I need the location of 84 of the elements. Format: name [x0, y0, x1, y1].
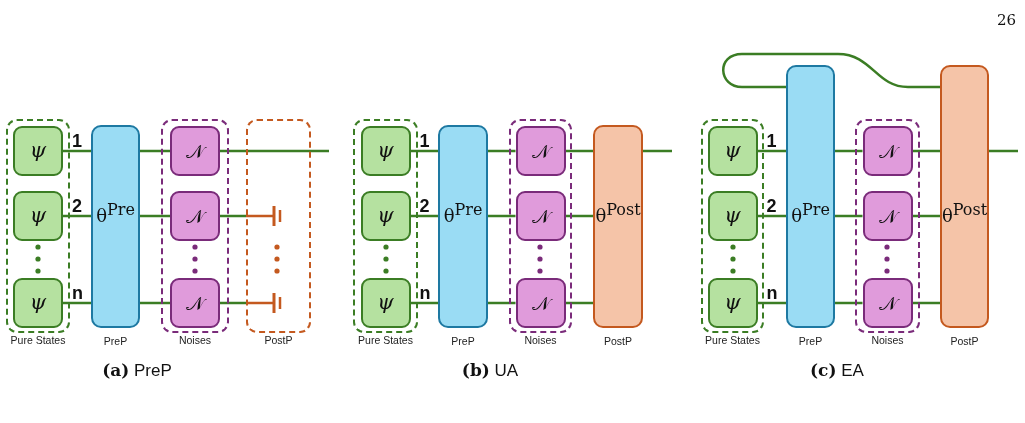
state-box	[360, 126, 411, 176]
state-box	[360, 191, 411, 241]
state-label: ψ	[29, 291, 47, 315]
state-label: ψ	[724, 291, 741, 315]
ground-icon	[246, 292, 282, 314]
group-label: Pure States	[10, 334, 66, 347]
wire	[488, 301, 516, 305]
wire	[643, 149, 672, 153]
wire	[912, 301, 940, 305]
state-box	[707, 191, 758, 241]
wire-number: 1	[419, 132, 430, 150]
noise-box	[170, 126, 220, 176]
block-caption: PostP	[950, 335, 979, 348]
wire	[220, 149, 329, 153]
wire	[912, 214, 940, 218]
block-caption: PreP	[451, 335, 475, 348]
wire	[565, 301, 593, 305]
noise-box	[515, 191, 566, 241]
group-label: Noises	[178, 334, 212, 347]
wire-number: 2	[419, 197, 430, 215]
wire	[63, 214, 91, 218]
wire	[488, 149, 516, 153]
state-label: ψ	[29, 139, 47, 163]
group-label: Noises	[524, 334, 557, 347]
wire	[989, 149, 1018, 153]
block-caption: PreP	[798, 335, 823, 348]
wire-number: 2	[72, 197, 82, 215]
wire	[220, 301, 246, 305]
wire	[488, 214, 516, 218]
wire	[757, 214, 786, 218]
wire	[757, 149, 786, 153]
wire-number: 2	[766, 197, 777, 215]
wire	[912, 149, 940, 153]
wire	[63, 301, 91, 305]
noise-box	[515, 278, 566, 328]
noise-box	[862, 278, 913, 328]
noise-box	[170, 191, 220, 241]
group-label: Pure States	[358, 334, 413, 347]
state-label: ψ	[29, 204, 47, 228]
group-label: Noises	[871, 334, 904, 347]
state-label: ψ	[377, 291, 394, 315]
wire	[410, 301, 438, 305]
state-label: ψ	[377, 204, 394, 228]
group-label: Pure States	[705, 334, 760, 347]
block-caption: PostP	[604, 335, 632, 348]
state-box	[707, 126, 758, 176]
state-box	[13, 126, 63, 176]
group-label: PostP	[264, 334, 293, 347]
wire	[757, 301, 786, 305]
wire	[835, 214, 863, 218]
wire	[410, 214, 438, 218]
subfigure-caption: (a) PreP	[102, 361, 172, 381]
state-box	[707, 278, 758, 328]
wire-number: n	[419, 284, 431, 302]
wire	[140, 149, 170, 153]
wire	[835, 149, 863, 153]
state-box	[13, 278, 63, 328]
subfigure-caption: (b) UA	[461, 361, 519, 381]
wire-number: n	[766, 284, 778, 302]
noise-box	[862, 191, 913, 241]
noise-box	[862, 126, 913, 176]
wire-number: 1	[766, 132, 777, 150]
state-label: ψ	[724, 204, 741, 228]
state-label: ψ	[724, 139, 741, 163]
wire-number: n	[72, 284, 83, 302]
wire	[722, 52, 940, 89]
ground-icon	[246, 205, 282, 227]
wire	[140, 301, 170, 305]
wire	[835, 301, 863, 305]
block-caption: PreP	[103, 335, 128, 348]
subfigure-caption: (c) EA	[810, 361, 864, 381]
wire	[565, 149, 593, 153]
wire	[63, 149, 91, 153]
state-label: ψ	[377, 139, 394, 163]
wire	[410, 149, 438, 153]
page-number: 26	[997, 12, 1017, 29]
noise-box	[170, 278, 220, 328]
noise-box	[515, 126, 566, 176]
wire	[565, 214, 593, 218]
wire-number: 1	[72, 132, 82, 150]
wire	[140, 214, 170, 218]
state-box	[13, 191, 63, 241]
wire	[220, 214, 246, 218]
state-box	[360, 278, 411, 328]
